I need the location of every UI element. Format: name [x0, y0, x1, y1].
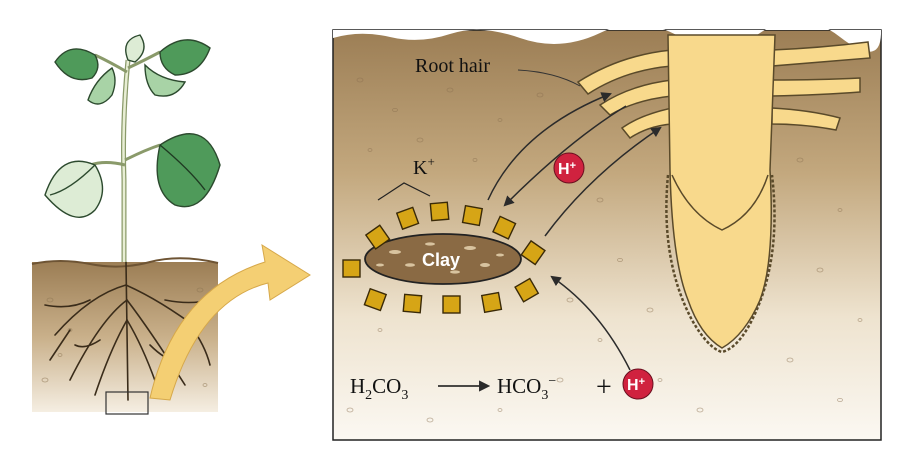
carbonic-acid-equation: H2CO3 HCO3− + H+ — [350, 369, 653, 403]
leaf-left-large — [45, 161, 103, 217]
detail-panel: Root hair K+ Clay — [333, 20, 881, 440]
equation-plus: + — [596, 372, 612, 403]
plant-illustration — [32, 35, 220, 414]
k-ion — [343, 260, 360, 277]
leaf-top-left-1 — [55, 49, 98, 80]
clay-particle: Clay — [365, 234, 521, 284]
hydrogen-ion-equation: H+ — [623, 369, 653, 399]
leaf-top-right-1 — [160, 40, 210, 75]
clay-label: Clay — [422, 250, 460, 270]
k-ion — [463, 206, 483, 226]
plant-leaves — [45, 35, 220, 217]
k-ion — [443, 296, 460, 313]
leaf-top-center — [126, 35, 144, 62]
k-ion — [482, 293, 502, 313]
root-hair-label: Root hair — [415, 55, 490, 77]
k-ion — [403, 294, 421, 312]
k-ion — [430, 202, 448, 220]
hydrogen-ion-upper: H+ — [554, 153, 584, 183]
